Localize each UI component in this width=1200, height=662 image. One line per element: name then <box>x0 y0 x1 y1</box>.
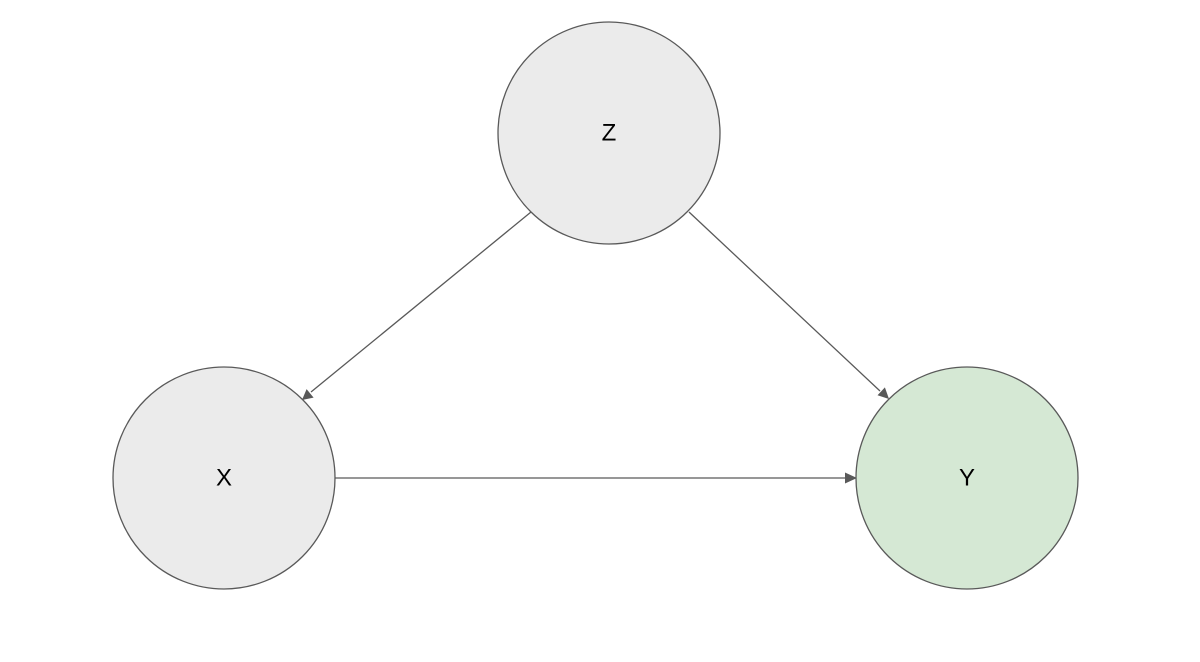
edge-x-to-y-arrowhead <box>845 472 857 484</box>
node-z-circle <box>497 21 721 245</box>
node-x-circle <box>112 366 336 590</box>
node-y[interactable]: Y <box>855 366 1079 590</box>
node-z[interactable]: Z <box>497 21 721 245</box>
edge-z-to-y-line <box>688 211 881 392</box>
edge-z-to-x-line <box>310 211 532 393</box>
edge-z-to-x <box>302 211 532 400</box>
node-y-label: Y <box>959 465 975 492</box>
node-y-circle <box>855 366 1079 590</box>
node-z-label: Z <box>602 120 617 147</box>
edge-z-to-x-arrowhead <box>302 389 314 400</box>
edge-z-to-y <box>688 211 889 399</box>
node-x-label: X <box>216 465 232 492</box>
edge-z-to-y-arrowhead <box>877 387 889 399</box>
edge-x-to-y <box>335 472 857 484</box>
node-x[interactable]: X <box>112 366 336 590</box>
